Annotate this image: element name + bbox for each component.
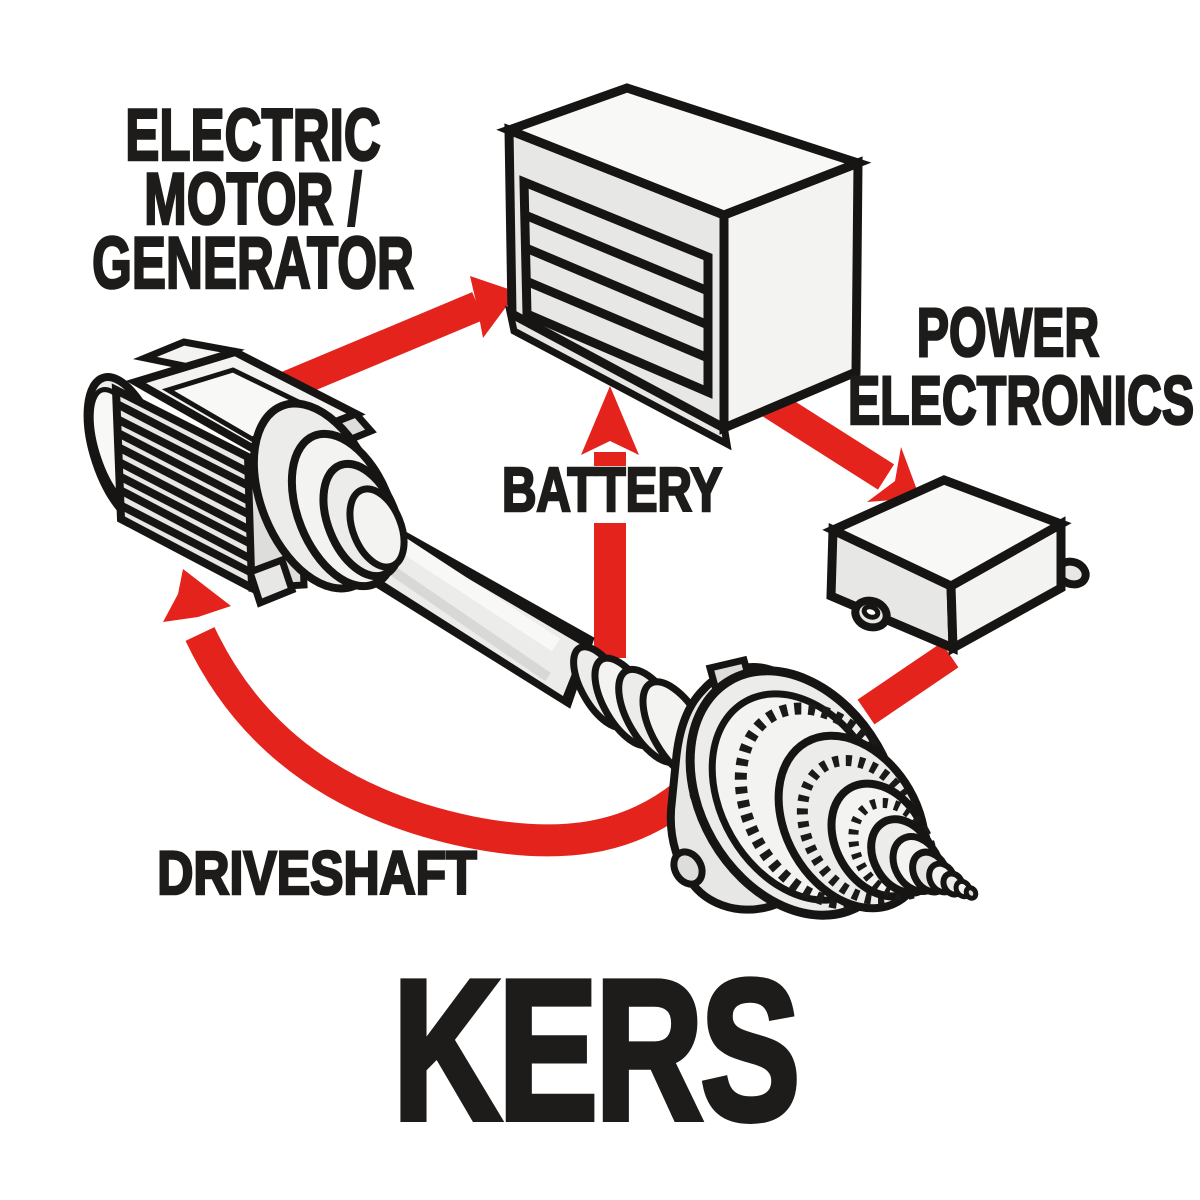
battery-vent-panel [519, 175, 713, 399]
arrow-battery-to-power-electronics [759, 389, 920, 502]
motor-label-line2: MOTOR / [144, 159, 362, 240]
arrow-driveshaft-to-motor [163, 569, 695, 857]
power-electronics-label-line1: POWER [917, 293, 1099, 371]
diagram-title: KERS [393, 939, 798, 1162]
motor-label-line3: GENERATOR [92, 223, 414, 304]
arrow-driveshaft-to-battery [581, 386, 639, 658]
pe-connector-lug [851, 596, 891, 632]
cv-joint-assembly [666, 655, 979, 920]
driveline-artwork [83, 338, 979, 920]
driveshaft-label: DRIVESHAFT [157, 839, 476, 907]
power-electronics-box [822, 475, 1090, 656]
electric-motor-body [83, 338, 408, 608]
power-electronics-label-line2: ELECTRONICS [848, 361, 1194, 439]
motor-coupling [249, 399, 408, 593]
battery-box [496, 83, 872, 451]
battery-label: BATTERY [502, 455, 722, 524]
arrow-power-electronics-to-driveshaft [857, 642, 959, 725]
motor-fins [115, 400, 254, 577]
labels: ELECTRIC MOTOR / GENERATOR BATTERY POWER… [91, 94, 1195, 1165]
motor-label-line1: ELECTRIC [125, 95, 380, 176]
